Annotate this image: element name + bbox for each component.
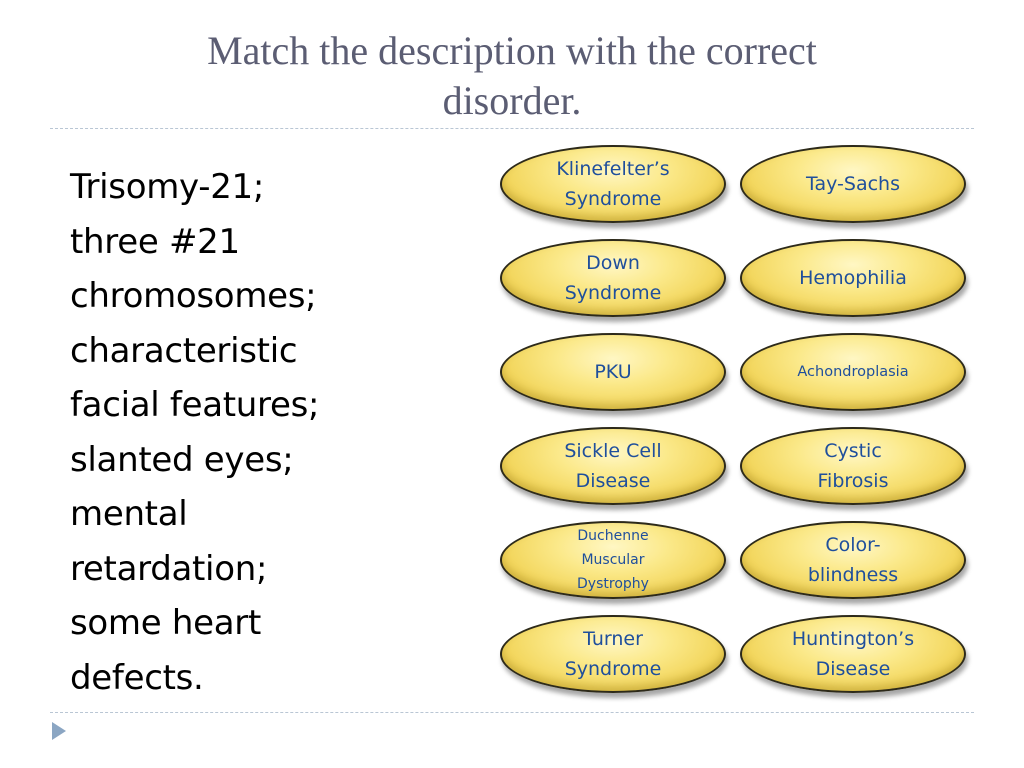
slide-title-line-2: disorder. [442,78,582,123]
description-line: retardation; [70,548,268,589]
choice-huntingtons-disease-button[interactable]: Huntington’s Disease [740,615,966,693]
choice-label: Disease [815,658,891,680]
choice-klinefelters-syndrome-button[interactable]: Klinefelter’s Syndrome [500,145,726,223]
choice-achondroplasia-button[interactable]: Achondroplasia [740,333,966,411]
choice-duchenne-muscular-dystrophy-button[interactable]: Duchenne Muscular Dystrophy [500,521,726,599]
choice-color-blindness-button[interactable]: Color- blindness [740,521,966,599]
choice-label: Hemophilia [799,267,907,289]
choice-label: Fibrosis [817,470,889,492]
choice-label: PKU [594,361,632,383]
slide-title: Match the description with the correct d… [60,26,964,126]
description-line: defects. [70,657,204,698]
choice-label: Achondroplasia [797,364,909,380]
choice-sickle-cell-disease-button[interactable]: Sickle Cell Disease [500,427,726,505]
choice-cystic-fibrosis-button[interactable]: Cystic Fibrosis [740,427,966,505]
choice-label: blindness [807,564,899,586]
choice-tay-sachs-button[interactable]: Tay-Sachs [740,145,966,223]
choice-label: Klinefelter’s [556,158,670,180]
choice-hemophilia-button[interactable]: Hemophilia [740,239,966,317]
choice-label: Huntington’s [791,628,915,650]
description-line: characteristic [70,330,298,371]
triangle-right-icon[interactable] [52,722,66,740]
description-line: three #21 [70,221,240,262]
description-line: Trisomy-21; [70,167,265,207]
description-line: mental [70,494,188,534]
choice-label: Color- [825,534,881,556]
choice-down-syndrome-button[interactable]: Down Syndrome [500,239,726,317]
choice-label: Syndrome [564,282,662,304]
choice-label: Syndrome [564,188,662,210]
choice-label: Tay-Sachs [806,173,900,195]
choice-turner-syndrome-button[interactable]: Turner Syndrome [500,615,726,693]
choice-label: Syndrome [564,658,662,680]
choice-pku-button[interactable]: PKU [500,333,726,411]
top-divider [50,128,974,129]
description-line: facial features; [70,385,320,425]
choice-label: Cystic [824,440,882,462]
choice-label: Turner [583,628,643,650]
choice-grid: Klinefelter’s Syndrome Tay-Sachs Down Sy… [500,145,970,705]
description-text: Trisomy-21; three #21 chromosomes; chara… [70,160,370,705]
choice-label: Down [586,252,640,274]
description-line: slanted eyes; [70,439,294,480]
choice-label: Disease [575,470,651,492]
choice-label: Duchenne [577,528,649,544]
choice-label: Muscular [581,552,645,568]
description-line: some heart [70,603,261,643]
choice-label: Dystrophy [577,576,649,592]
bottom-divider [50,712,974,713]
slide-title-line-1: Match the description with the correct [207,28,817,73]
description-line: chromosomes; [70,276,317,316]
choice-label: Sickle Cell [564,440,662,462]
